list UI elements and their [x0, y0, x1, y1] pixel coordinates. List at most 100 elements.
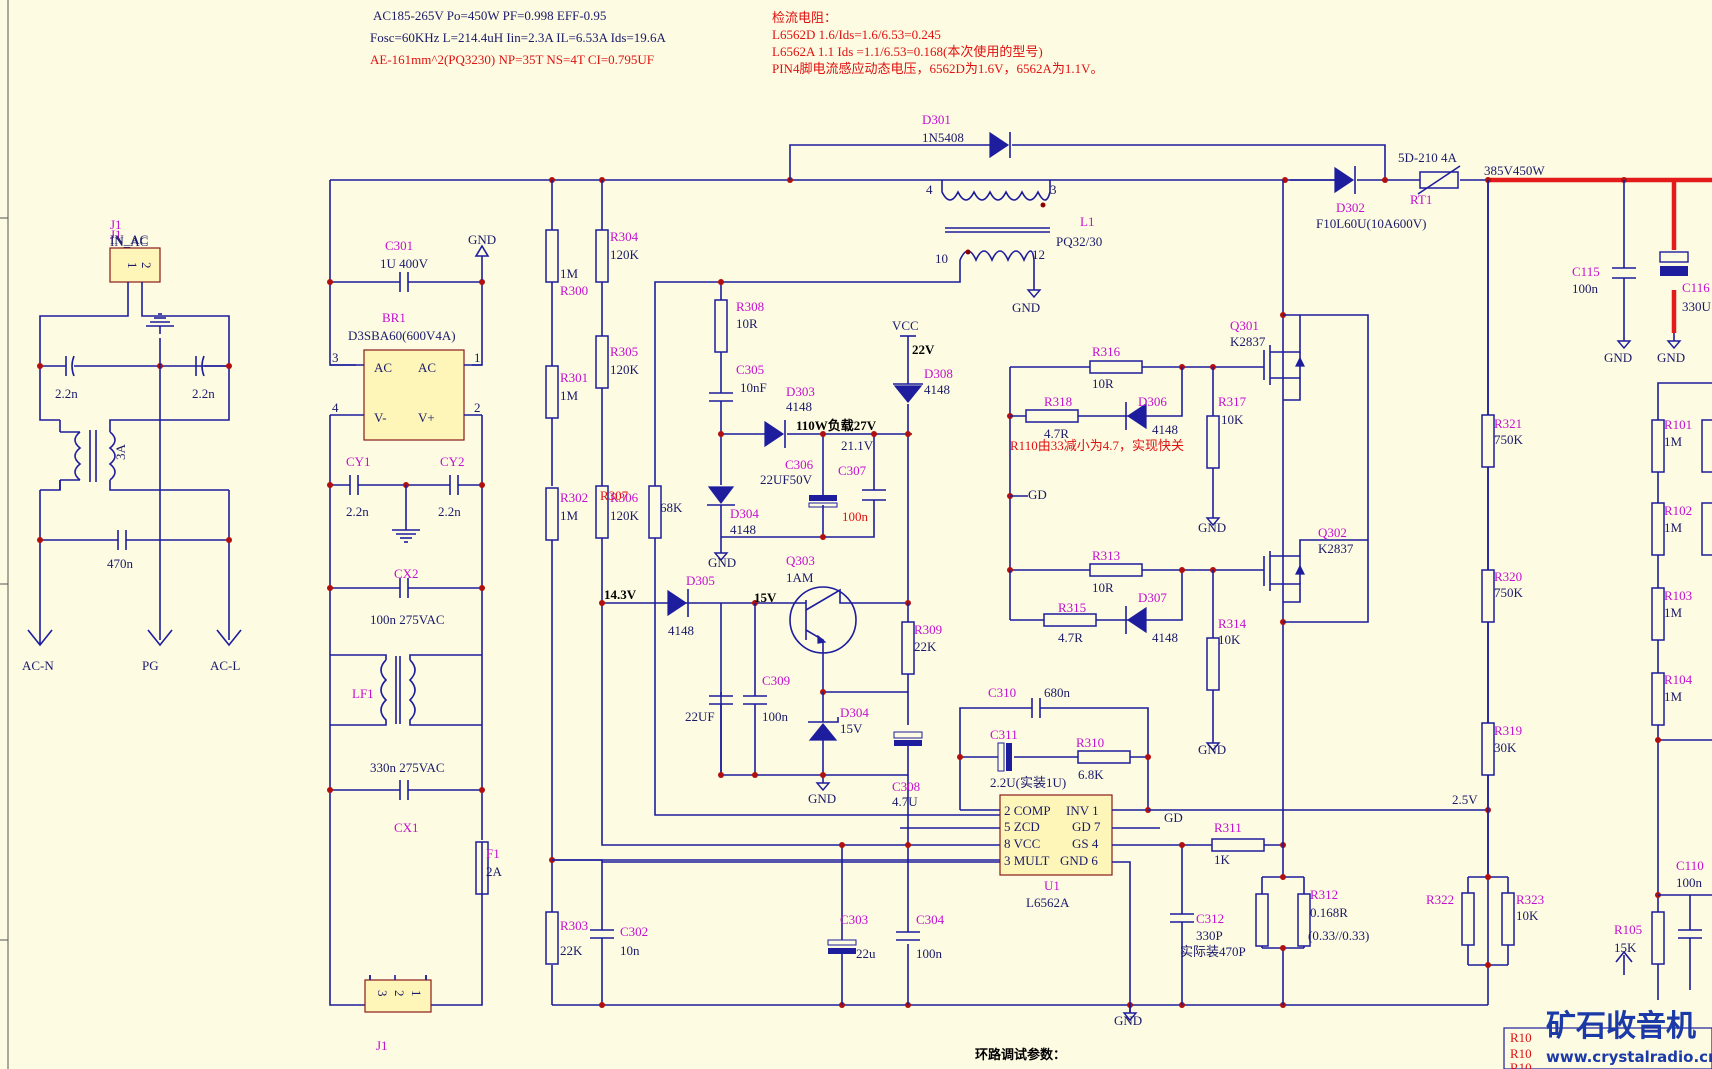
ref-label-br1: BR1 — [382, 310, 406, 325]
ref-label-r307: R307 — [600, 488, 629, 503]
ref-label-r322: R322 — [1426, 892, 1454, 907]
value-label-q301: K2837 — [1230, 334, 1266, 349]
note-load: 110W负载27V — [796, 418, 877, 433]
value-label-c305: 10nF — [740, 380, 767, 395]
aux-supply — [599, 279, 923, 1005]
svg-text:INV 1: INV 1 — [1066, 803, 1099, 818]
ref-label-c116: C116 — [1682, 280, 1710, 295]
ref-label-r312: R312 — [1310, 887, 1338, 902]
value-label-r312b: (0.33//0.33) — [1308, 928, 1369, 943]
ref-label-q301: Q301 — [1230, 318, 1259, 333]
ref-label-r303: R303 — [560, 918, 588, 933]
note-loop-title: 环路调试参数： — [975, 1047, 1066, 1062]
value-label-r101: 1M — [1664, 434, 1683, 449]
ref-label-cy1: CY1 — [346, 454, 371, 469]
value-label-r305: 120K — [610, 362, 640, 377]
svg-text:14.3V: 14.3V — [604, 587, 637, 602]
ref-label-r101: R101 — [1664, 417, 1692, 432]
ref-label-r102: R102 — [1664, 503, 1692, 518]
value-label-br1: D3SBA60(600V4A) — [348, 328, 456, 343]
value-label-r320: 750K — [1494, 585, 1524, 600]
svg-text:12: 12 — [1032, 247, 1045, 262]
value-label-r319: 30K — [1494, 740, 1517, 755]
svg-text:GND: GND — [1114, 1013, 1142, 1028]
net-label-pg: PG — [142, 658, 159, 673]
ref-label-r306: R306 — [610, 490, 639, 505]
ref-label-c304: C304 — [916, 912, 945, 927]
ref-label-c306: C306 — [785, 457, 814, 472]
value-label: 3A — [113, 444, 128, 461]
value-label-r104: 1M — [1664, 689, 1683, 704]
value-label-j1: IN_AC — [110, 232, 148, 247]
value-label-r315: 4.7R — [1058, 630, 1083, 645]
svg-text:GND: GND — [468, 232, 496, 247]
svg-text:2.5V: 2.5V — [1452, 792, 1478, 807]
watermark-url: www.crystalradio.cn — [1546, 1048, 1712, 1066]
ref-label-j1: J1 — [110, 217, 122, 232]
ref-label-d302: D302 — [1336, 200, 1365, 215]
ref-label-r314: R314 — [1218, 616, 1247, 631]
output-divider — [1461, 180, 1712, 1000]
value-label-c309b: 22UF — [685, 709, 715, 724]
svg-text:3 MULT: 3 MULT — [1004, 853, 1049, 868]
value-label-r314: 10K — [1218, 632, 1241, 647]
ref-label-r323: R323 — [1516, 892, 1544, 907]
ref-label-c310: C310 — [988, 685, 1016, 700]
ref-label-q302: Q302 — [1318, 525, 1347, 540]
value-label-r300: 1M — [560, 266, 579, 281]
note-spec1: AC185-265V Po=450W PF=0.998 EFF-0.95 — [373, 8, 606, 23]
pin-label: 2 — [139, 262, 154, 269]
value-label-d303: 4148 — [786, 399, 812, 414]
ref-label-lf1: LF1 — [352, 686, 374, 701]
ref-label-r315: R315 — [1058, 600, 1086, 615]
ref-label-r105: R105 — [1614, 922, 1642, 937]
svg-text:GND: GND — [808, 791, 836, 806]
ref-label-c303: C303 — [840, 912, 868, 927]
ref-label-r302: R302 — [560, 490, 588, 505]
value-label: 2.2n — [192, 386, 215, 401]
bridge-section: AC AC V- V+ 3 1 4 2 3 2 1 — [327, 180, 490, 1013]
svg-text:R10: R10 — [1510, 1046, 1532, 1061]
value-label-c303: 22u — [856, 946, 876, 961]
svg-text:15V: 15V — [754, 590, 777, 605]
ref-label-d303: D303 — [786, 384, 815, 399]
value-label-c304: 100n — [916, 946, 943, 961]
ref-label-c307: C307 — [838, 463, 867, 478]
ref-label-r104: R104 — [1664, 672, 1693, 687]
value-label-q303: 1AM — [786, 570, 814, 585]
value-label-r323: 10K — [1516, 908, 1539, 923]
value-label-cx2: 100n 275VAC — [370, 612, 445, 627]
svg-text:GND: GND — [1012, 300, 1040, 315]
ref-label-r321: R321 — [1494, 416, 1522, 431]
ref-label-c308: C308 — [892, 779, 920, 794]
connector-j1-in — [109, 247, 161, 283]
svg-text:GND 6: GND 6 — [1060, 853, 1098, 868]
value-label-r309: 22K — [914, 639, 937, 654]
svg-text:R10: R10 — [1510, 1060, 1532, 1069]
svg-text:385V450W: 385V450W — [1484, 163, 1545, 178]
note-r110: R110由33减小为4.7，实现快关 — [1010, 438, 1184, 453]
svg-text:GND: GND — [1657, 350, 1685, 365]
value-label-r311: 1K — [1214, 852, 1231, 867]
svg-text:2: 2 — [474, 400, 481, 415]
ref-label-c115: C115 — [1572, 264, 1600, 279]
net-label-ac-n: AC-N — [22, 658, 54, 673]
svg-text:4: 4 — [332, 400, 339, 415]
main-wiring — [330, 131, 1712, 1008]
note-spec2: Fosc=60KHz L=214.4uH Iin=2.3A IL=6.53A I… — [370, 30, 667, 45]
value-label-c110: 100n — [1676, 875, 1703, 890]
value-label-r321: 750K — [1494, 432, 1524, 447]
ref-label-d305: D305 — [686, 573, 715, 588]
value-label: 470n — [107, 556, 134, 571]
value-label-d306: 4148 — [1152, 422, 1178, 437]
ref-label-r316: R316 — [1092, 344, 1121, 359]
ref-label-d308: D308 — [924, 366, 953, 381]
note-sense-3: PIN4脚电流感应动态电压，6562D为1.6V，6562A为1.1V。 — [772, 61, 1104, 76]
ref-label-r311: R311 — [1214, 820, 1242, 835]
ref-label-d307: D307 — [1138, 590, 1167, 605]
svg-text:GS 4: GS 4 — [1072, 836, 1099, 851]
ref-label-r103: R103 — [1664, 588, 1692, 603]
value-label-d308: 4148 — [924, 382, 950, 397]
net-label-ac-l: AC-L — [210, 658, 240, 673]
